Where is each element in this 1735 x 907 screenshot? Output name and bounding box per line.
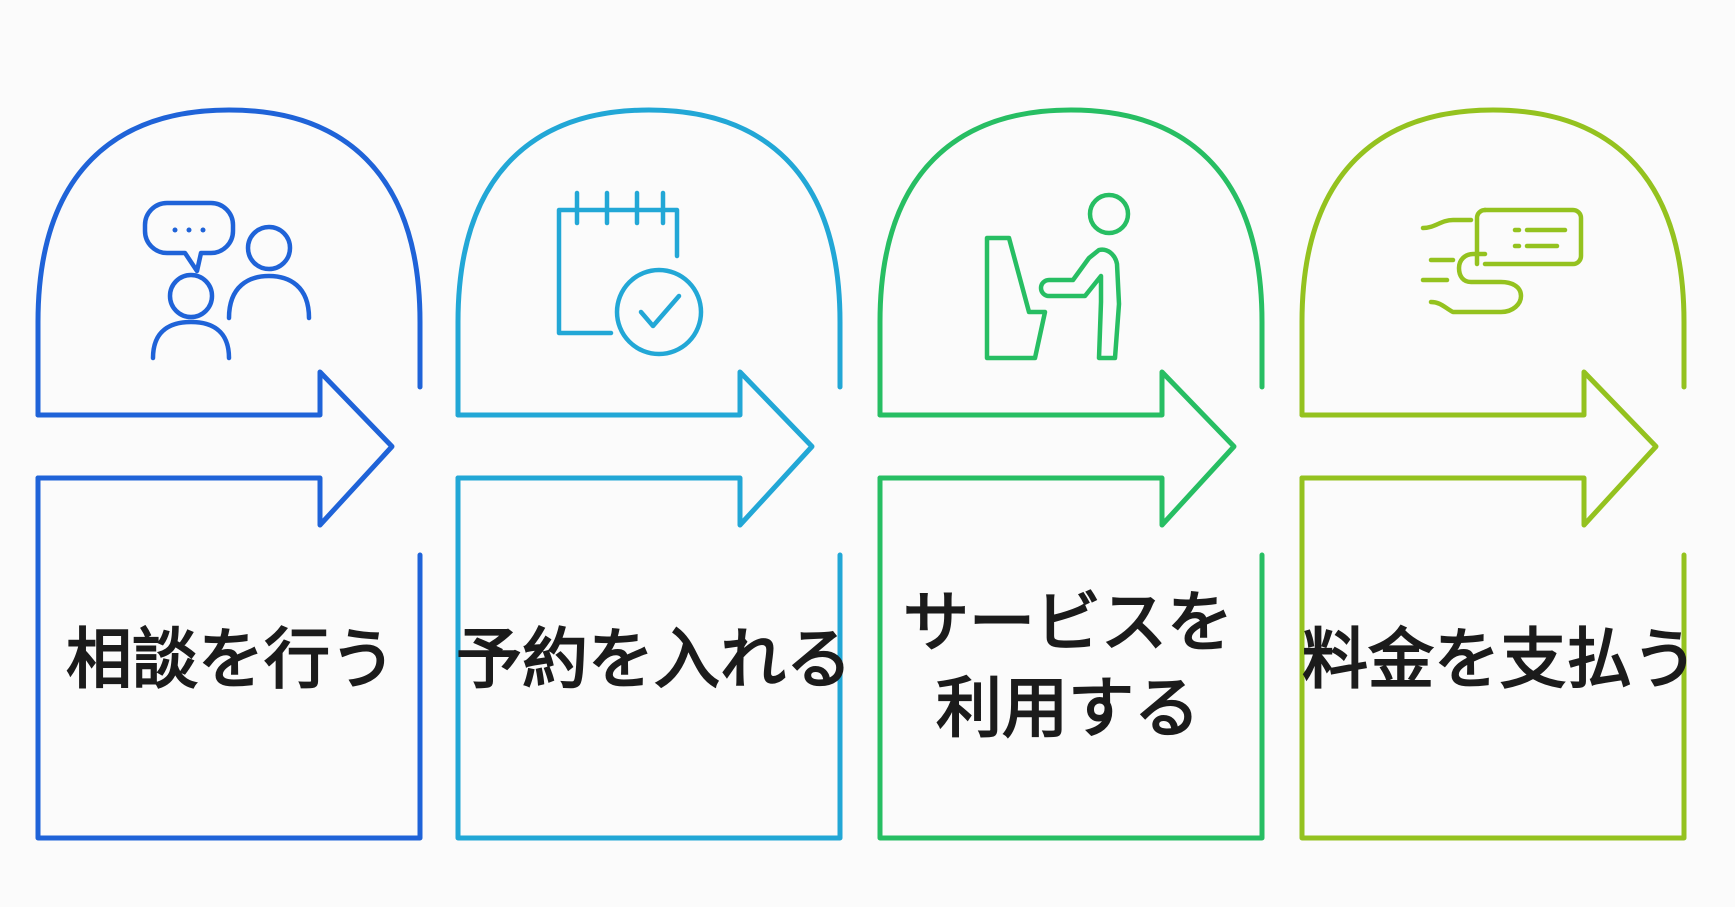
step-label-pay-line-1: 料金を支払う [1302, 621, 1698, 698]
step-reserve-arrow-outline [455, 369, 815, 528]
calendar-check-icon [556, 190, 704, 357]
step-label-pay: 料金を支払う [1302, 617, 1698, 703]
step-use-service [877, 107, 1265, 841]
step-consult-arch-outline [35, 107, 423, 418]
consultation-people-icon [142, 200, 312, 361]
step-pay-arrow-outline [1299, 369, 1659, 528]
fast-payment-card-icon [1420, 207, 1584, 315]
step-label-consult: 相談を行う [41, 617, 421, 703]
step-use-service-arch-outline [877, 107, 1265, 418]
step-consult [35, 107, 423, 841]
step-label-use-service-line-1: サービスを [903, 584, 1233, 661]
step-label-reserve: 予約を入れる [456, 617, 852, 703]
person-at-counter-icon [984, 192, 1131, 361]
step-reserve-arch-outline [455, 107, 843, 418]
step-pay-box-outline [1299, 475, 1687, 841]
step-use-service-arrow-outline [877, 369, 1237, 528]
step-reserve-box-outline [455, 475, 843, 841]
step-label-use-service: サービスを 利用する [878, 580, 1258, 752]
step-reserve [455, 107, 843, 841]
step-consult-arrow-outline [35, 369, 395, 528]
step-pay [1299, 107, 1687, 841]
step-pay-arch-outline [1299, 107, 1687, 418]
step-label-consult-line-1: 相談を行う [66, 621, 396, 698]
step-consult-box-outline [35, 475, 423, 841]
step-label-reserve-line-1: 予約を入れる [456, 621, 852, 698]
step-use-service-box-outline [877, 475, 1265, 841]
step-label-use-service-line-2: 利用する [936, 670, 1200, 747]
